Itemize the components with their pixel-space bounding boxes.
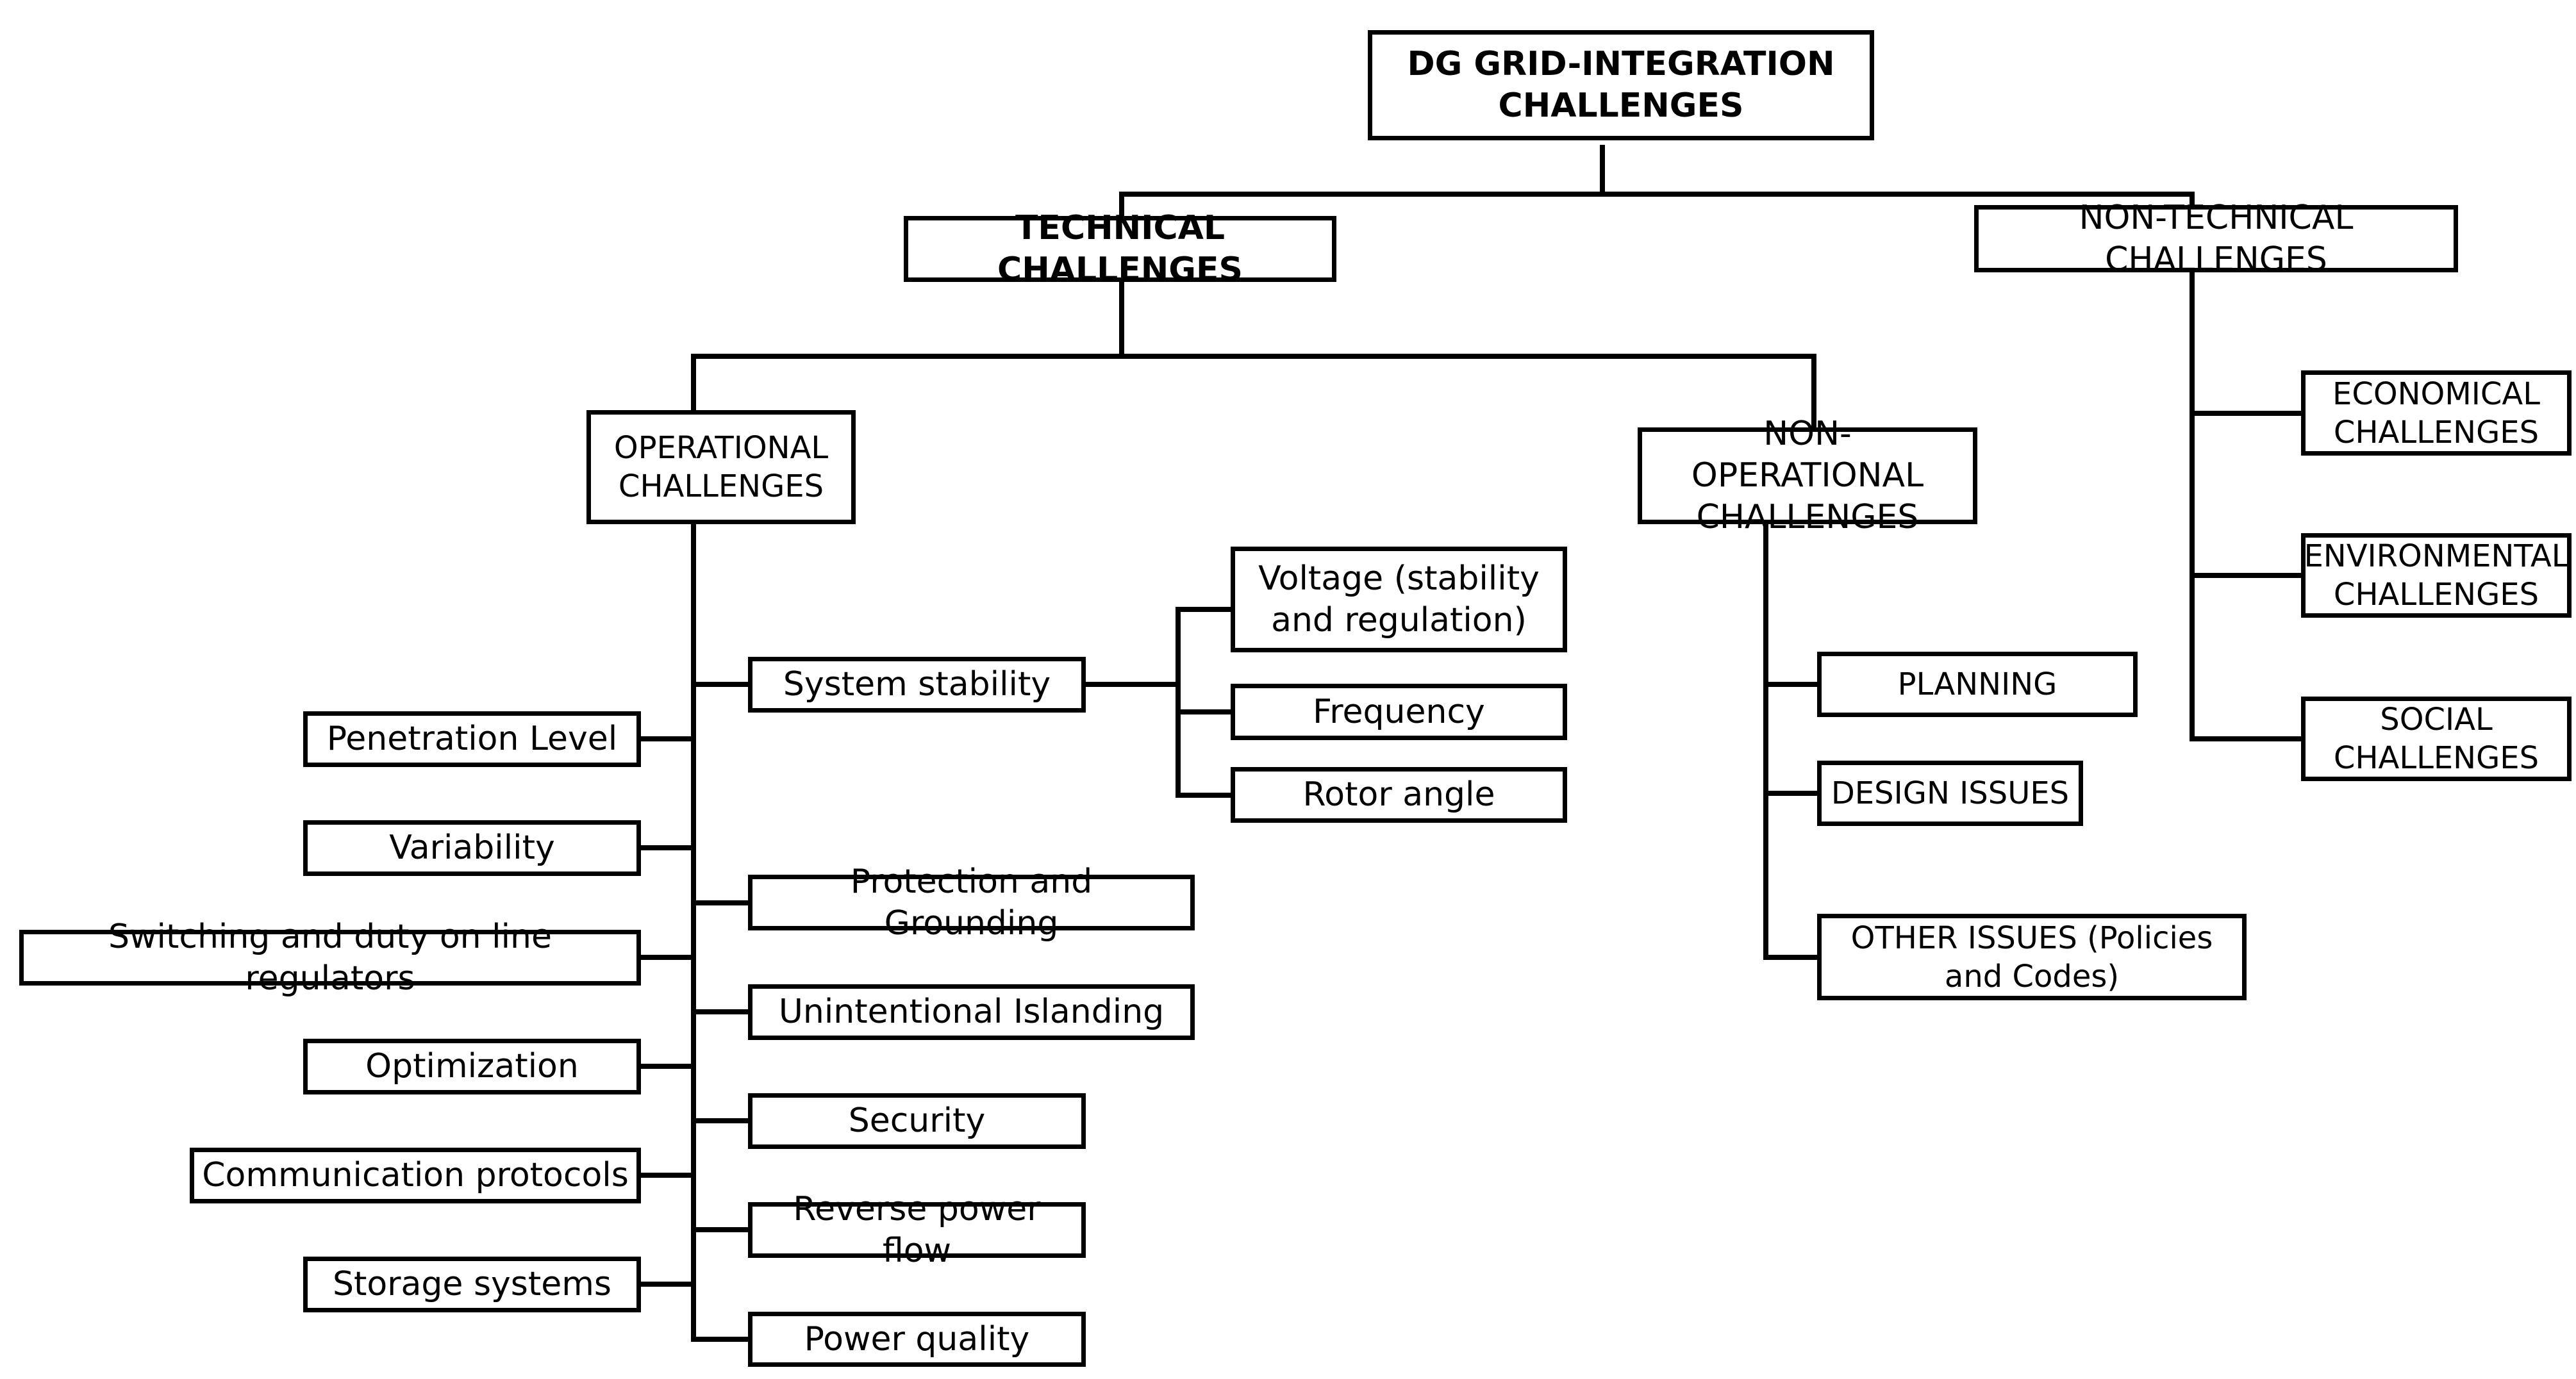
operational-challenges-box: OPERATIONAL CHALLENGES [586, 410, 856, 524]
other-issues-box: OTHER ISSUES (Policies and Codes) [1817, 914, 2247, 1000]
non-technical-challenges-box: NON-TECHNICAL CHALLENGES [1974, 199, 2458, 279]
reverse-power-flow-box: Reverse power flow [748, 1190, 1086, 1270]
system-stability-box: System stability [748, 657, 1086, 713]
variability-box: Variability [303, 820, 641, 876]
storage-systems-box: Storage systems [303, 1257, 641, 1312]
penetration-level-box: Penetration Level [303, 711, 641, 767]
design-issues-box: DESIGN ISSUES [1817, 761, 2083, 826]
optimization-box: Optimization [303, 1039, 641, 1094]
power-quality-box: Power quality [748, 1312, 1086, 1367]
protection-grounding-box: Protection and Grounding [748, 863, 1195, 943]
root-box: DG GRID-INTEGRATION CHALLENGES [1368, 30, 1874, 140]
social-challenges-box: SOCIAL CHALLENGES [2301, 697, 2572, 781]
unintentional-islanding-box: Unintentional Islanding [748, 984, 1195, 1040]
planning-box: PLANNING [1817, 652, 2138, 717]
environmental-challenges-box: ENVIRONMENTAL CHALLENGES [2301, 533, 2572, 618]
communication-protocols-box: Communication protocols [190, 1148, 641, 1203]
rotor-angle-box: Rotor angle [1231, 767, 1567, 823]
technical-challenges-box: TECHNICAL CHALLENGES [904, 209, 1336, 289]
non-operational-challenges-box: NON-OPERATIONAL CHALLENGES [1638, 415, 1977, 536]
frequency-box: Frequency [1231, 684, 1567, 740]
security-box: Security [748, 1093, 1086, 1149]
switching-duty-box: Switching and duty on line regulators [19, 918, 641, 998]
voltage-box: Voltage (stability and regulation) [1231, 547, 1567, 652]
economical-challenges-box: ECONOMICAL CHALLENGES [2301, 370, 2572, 456]
